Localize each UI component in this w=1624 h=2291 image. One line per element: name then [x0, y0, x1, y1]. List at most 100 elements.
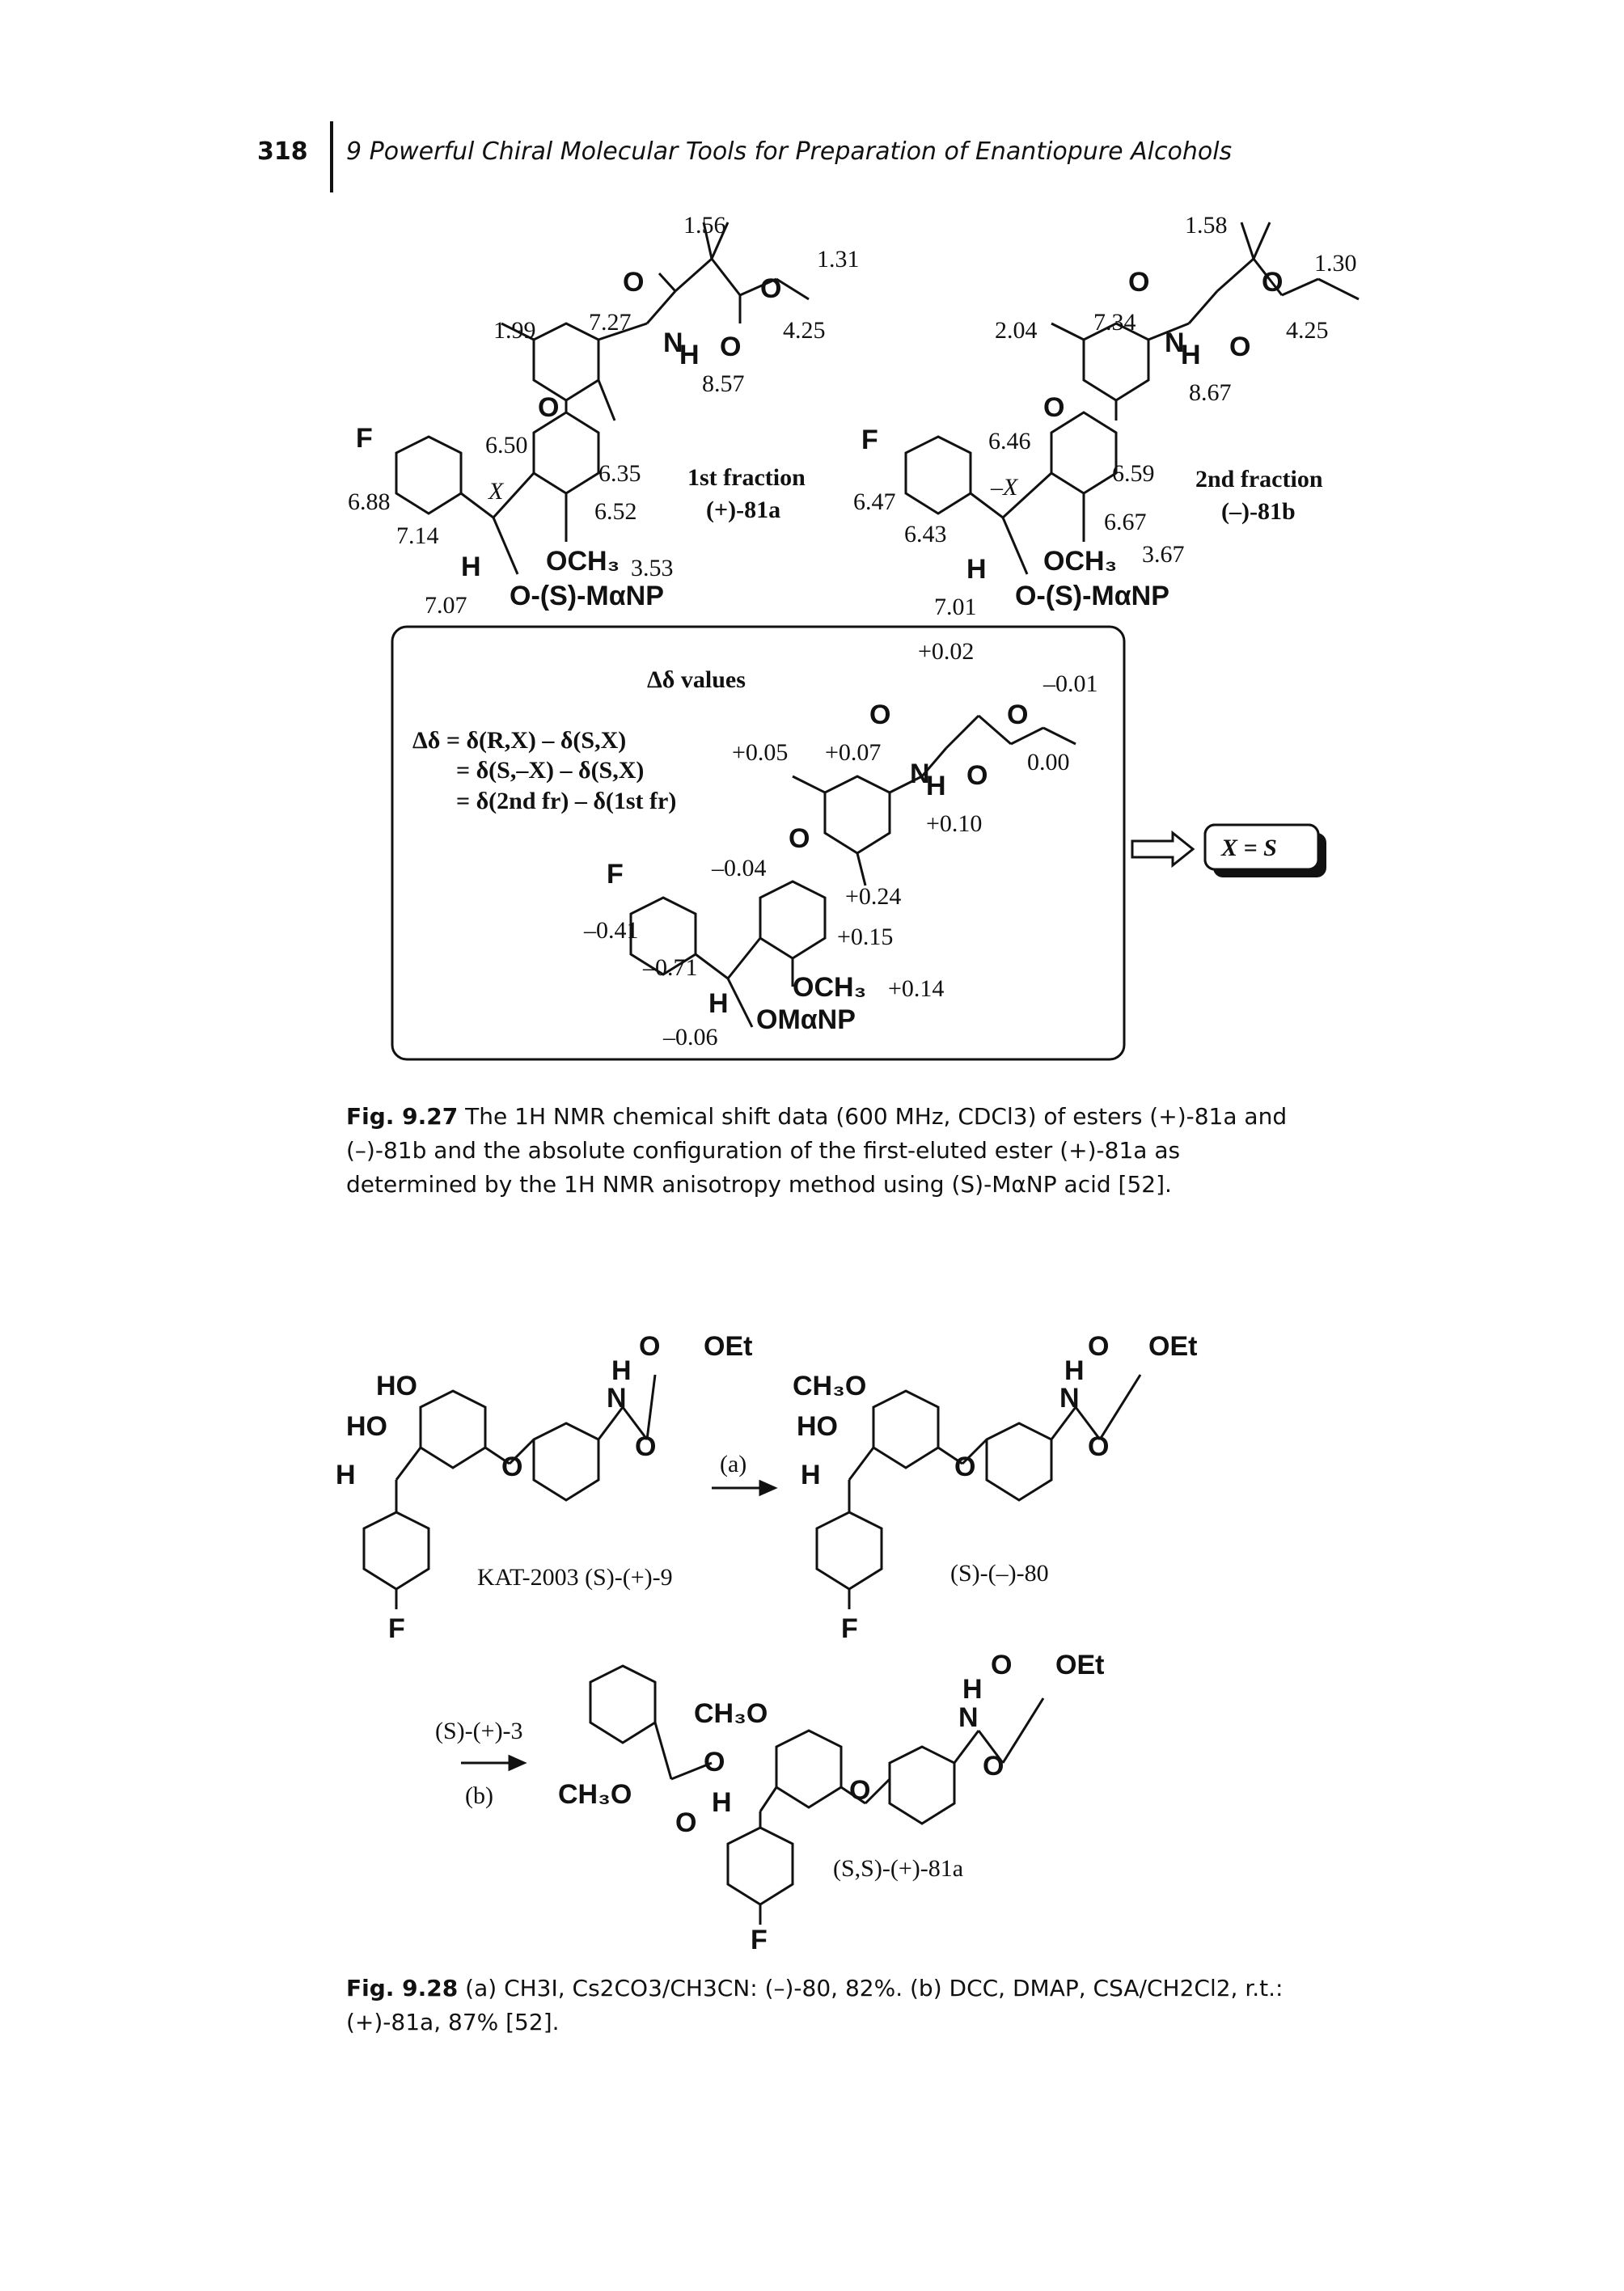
svg-text:O: O: [1128, 267, 1149, 298]
shift-label: 1.58: [1185, 212, 1228, 239]
shift-label: 1.99: [493, 317, 536, 344]
shift-label: 7.27: [589, 309, 632, 336]
svg-text:F: F: [751, 1925, 768, 1955]
svg-text:H: H: [1181, 340, 1201, 370]
delta-value: +0.15: [837, 924, 893, 950]
caption-label: Fig. 9.27: [346, 1103, 459, 1130]
shift-label: 1.56: [683, 212, 726, 239]
delta-equation-1: Δδ = δ(R,X) – δ(S,X): [412, 727, 626, 754]
compound-80-structure: [815, 1374, 1142, 1609]
shift-label: 2.04: [995, 317, 1038, 344]
svg-text:N: N: [607, 1383, 627, 1414]
delta-values-box: [391, 625, 1126, 1061]
svg-text:F: F: [388, 1613, 405, 1644]
svg-text:CH₃O: CH₃O: [558, 1779, 632, 1810]
svg-text:HO: HO: [376, 1371, 417, 1401]
shift-label: 8.67: [1189, 379, 1232, 406]
fig28-labels: O OEt H N O HO HO H O F KAT-2003 (S)-(+)…: [336, 1331, 1197, 1955]
delta-equation-2: = δ(S,–X) – δ(S,X): [456, 757, 644, 784]
svg-text:N: N: [1059, 1383, 1080, 1414]
svg-text:H: H: [1064, 1355, 1085, 1386]
delta-value: +0.07: [825, 739, 881, 766]
shift-label: 6.46: [988, 428, 1031, 454]
ester-label: O-(S)-MαNP: [1015, 581, 1169, 611]
shift-label: 6.52: [594, 498, 637, 525]
page-number: 318: [257, 137, 308, 166]
compound-label: (–)-81b: [1221, 498, 1296, 525]
shift-label: 7.01: [934, 594, 977, 620]
svg-text:CH₃O: CH₃O: [793, 1371, 866, 1401]
svg-text:N: N: [958, 1702, 979, 1733]
compound-label: KAT-2003 (S)-(+)-9: [477, 1564, 673, 1591]
svg-text:H: H: [461, 552, 481, 582]
shift-label: 1.31: [817, 246, 860, 273]
svg-text:O: O: [623, 267, 644, 298]
shift-label: 7.34: [1093, 309, 1136, 336]
svg-text:F: F: [841, 1613, 858, 1644]
compound-label: (+)-81a: [706, 497, 780, 523]
delta-value: +0.10: [926, 810, 982, 837]
box-labels: Δδ values Δδ = δ(R,X) – δ(S,X) = δ(S,–X)…: [412, 638, 1277, 1050]
oet-label: OEt: [1055, 1650, 1104, 1680]
svg-text:H: H: [611, 1355, 632, 1386]
header-divider: [330, 121, 333, 192]
delta-value: +0.14: [888, 975, 944, 1002]
right-structure: [904, 222, 1360, 575]
box-title: Δδ values: [647, 666, 746, 693]
oet-label: OEt: [1148, 1331, 1197, 1362]
svg-text:O: O: [869, 700, 890, 730]
caption-label: Fig. 9.28: [346, 1975, 459, 2001]
svg-text:N: N: [1165, 328, 1185, 358]
svg-text:O: O: [1007, 700, 1028, 730]
shift-label: 7.07: [425, 592, 467, 619]
shift-label: 3.67: [1142, 541, 1185, 568]
svg-text:O: O: [501, 1452, 522, 1482]
fraction-label: 2nd fraction: [1195, 466, 1323, 492]
svg-text:H: H: [926, 771, 946, 801]
left-structure: [395, 222, 810, 575]
shift-label: 6.43: [904, 521, 947, 547]
delta-value: –0.71: [642, 954, 698, 981]
shift-label: 6.59: [1112, 460, 1155, 487]
delta-equation-3: = δ(2nd fr) – δ(1st fr): [456, 788, 676, 814]
svg-text:HO: HO: [346, 1411, 387, 1442]
ester-label: OMαNP: [756, 1004, 856, 1035]
shift-label: 6.88: [348, 488, 391, 515]
shift-label: 6.47: [853, 488, 896, 515]
delta-value: –0.01: [1042, 670, 1098, 697]
svg-text:H: H: [679, 340, 700, 370]
svg-text:N: N: [663, 328, 683, 358]
shift-label: 6.50: [485, 432, 528, 459]
shift-label: 1.30: [1314, 250, 1357, 277]
step-label: (a): [720, 1451, 746, 1477]
compound-label: (S)-(–)-80: [950, 1560, 1049, 1587]
compound-81a-structure: [589, 1664, 1045, 1925]
svg-text:O: O: [1229, 332, 1250, 362]
svg-text:O: O: [639, 1331, 660, 1362]
svg-text:H: H: [966, 554, 987, 585]
svg-text:N: N: [910, 759, 930, 789]
svg-text:CH₃O: CH₃O: [694, 1698, 768, 1729]
svg-text:OCH₃: OCH₃: [1043, 546, 1117, 577]
delta-value: –0.04: [711, 855, 767, 881]
svg-text:OCH₃: OCH₃: [546, 546, 620, 577]
svg-text:OCH₃: OCH₃: [793, 972, 866, 1003]
fraction-label: 1st fraction: [687, 464, 806, 491]
svg-text:O: O: [675, 1807, 696, 1838]
shift-label: 4.25: [783, 317, 826, 344]
svg-text:H: H: [962, 1674, 983, 1705]
svg-text:HO: HO: [797, 1411, 838, 1442]
svg-text:F: F: [356, 423, 373, 454]
delta-value: +0.24: [845, 883, 901, 910]
svg-text:O: O: [704, 1747, 725, 1777]
svg-text:O: O: [991, 1650, 1012, 1680]
shift-label: 6.35: [598, 460, 641, 487]
svg-text:O: O: [1088, 1331, 1109, 1362]
svg-text:O: O: [760, 273, 781, 304]
shift-label: 6.67: [1104, 509, 1147, 535]
svg-text:O: O: [1262, 267, 1283, 298]
svg-text:H: H: [801, 1460, 821, 1490]
left-labels: 1.56 1.31 1.99 7.27 4.25 8.57 6.50 6.35 …: [348, 212, 860, 619]
delta-value: –0.06: [662, 1024, 718, 1050]
oet-label: OEt: [704, 1331, 752, 1362]
